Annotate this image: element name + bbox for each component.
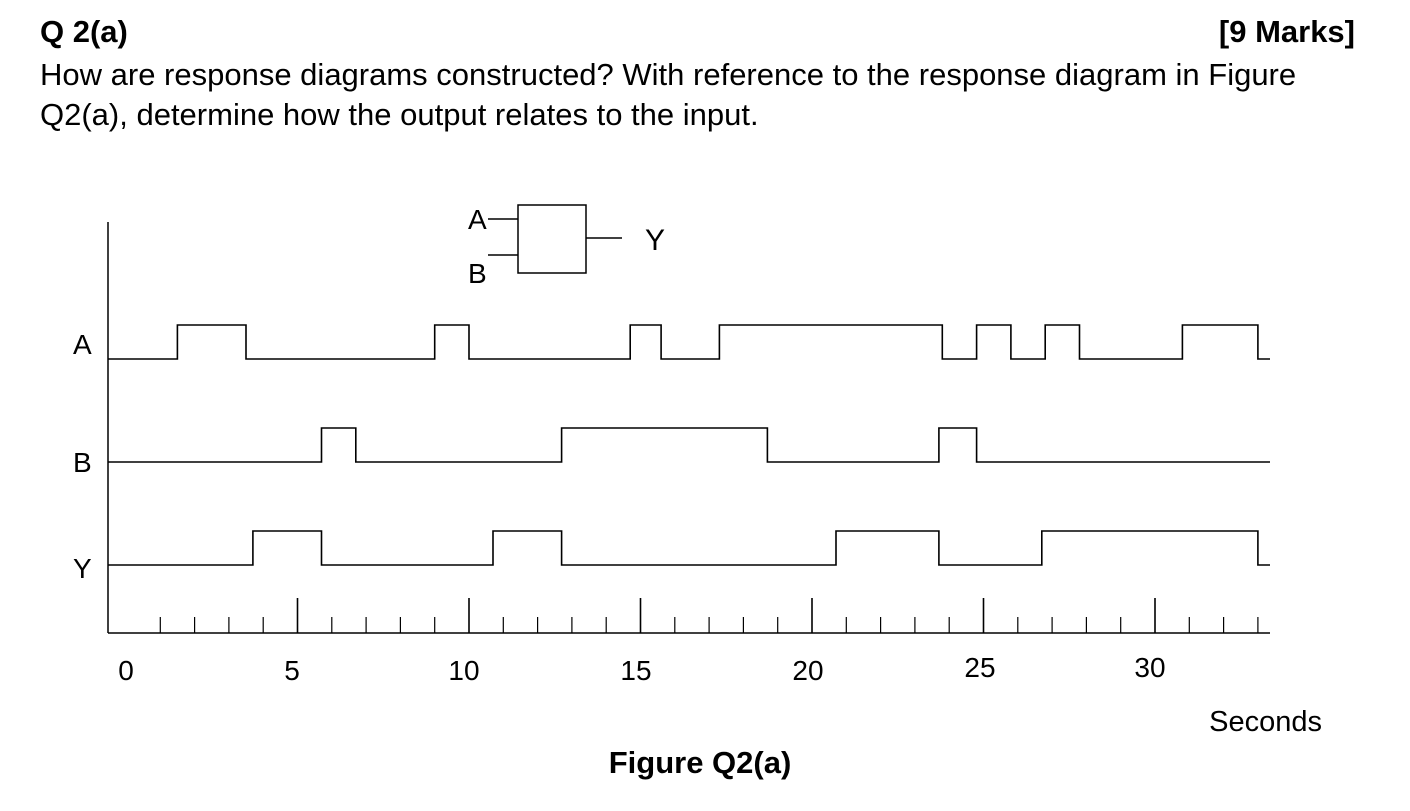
figure-caption: Figure Q2(a) [608,745,792,780]
gate-input-b-label: B [468,258,487,289]
tick-label-10: 10 [448,655,479,686]
signal-label-b: B [73,447,92,478]
logic-gate [488,204,622,274]
signal-trace-b [108,427,1270,463]
question-number: Q 2(a) [40,14,128,49]
question-text: How are response diagrams constructed? W… [40,57,1297,132]
gate-input-a-label: A [468,204,487,235]
signal-trace-a [108,324,1270,360]
signal-label-y: Y [73,553,92,584]
tick-label-30: 30 [1134,652,1165,683]
tick-label-15: 15 [620,655,651,686]
signal-label-a: A [73,329,92,360]
signal-trace-y [108,530,1270,566]
tick-label-20: 20 [792,655,823,686]
tick-label-5: 5 [284,655,300,686]
tick-label-0: 0 [118,655,134,686]
gate-box [517,204,587,274]
question-marks: [9 Marks] [1218,14,1355,49]
tick-label-25: 25 [964,652,995,683]
gate-output-label: Y [645,224,665,257]
x-axis-label: Seconds [1209,706,1322,738]
